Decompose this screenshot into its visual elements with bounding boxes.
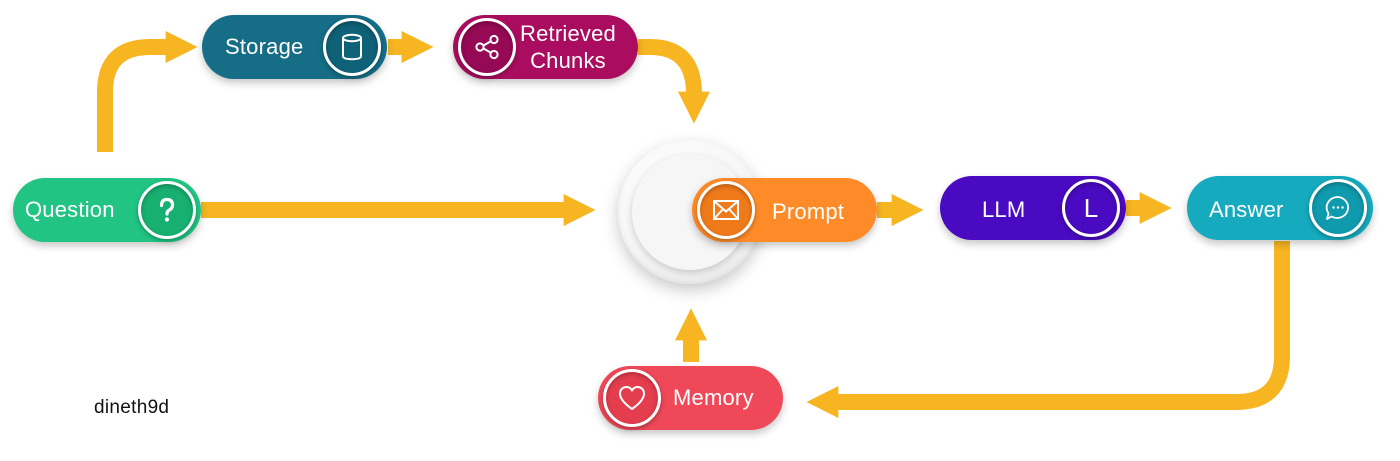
llm-node: LLM L xyxy=(940,176,1126,240)
retrieved-chunks-label: Retrieved Chunks xyxy=(520,20,616,74)
memory-node: Memory xyxy=(598,366,783,430)
author-watermark: dineth9d xyxy=(94,397,170,418)
prompt-node: Prompt xyxy=(692,178,877,242)
storage-label: Storage xyxy=(225,34,304,59)
retrieved-chunks-label-line1: Retrieved xyxy=(520,21,616,46)
share-icon xyxy=(458,18,516,76)
answer-node: Answer xyxy=(1187,176,1373,240)
arrow-answer-to-memory xyxy=(806,241,1290,418)
storage-node: Storage xyxy=(202,15,387,79)
question-label: Question xyxy=(25,197,115,222)
llm-icon-letter: L xyxy=(1084,193,1098,223)
heart-icon xyxy=(603,369,661,427)
prompt-label: Prompt xyxy=(772,199,845,224)
retrieved-chunks-label-line2: Chunks xyxy=(530,48,606,73)
arrow-question-to-storage xyxy=(97,31,198,152)
question-mark-icon xyxy=(138,181,196,239)
database-icon xyxy=(323,18,381,76)
envelope-icon xyxy=(697,181,755,239)
retrieved-chunks-node: Retrieved Chunks xyxy=(453,15,638,79)
answer-label: Answer xyxy=(1209,197,1284,222)
letter-l-icon: L xyxy=(1062,179,1120,237)
speech-bubble-icon xyxy=(1309,179,1367,237)
question-node: Question xyxy=(13,178,201,242)
memory-label: Memory xyxy=(673,385,754,410)
llm-label: LLM xyxy=(982,197,1026,222)
arrow-retrieved-to-prompt xyxy=(638,39,710,124)
